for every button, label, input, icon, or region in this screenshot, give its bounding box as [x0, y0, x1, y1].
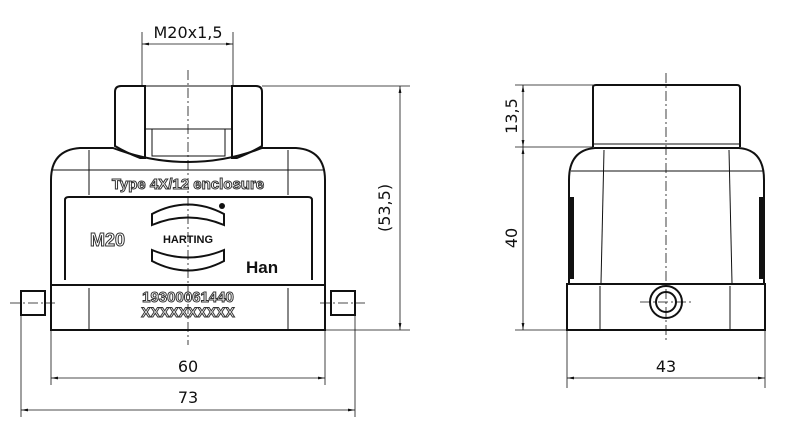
side-grip-left	[569, 197, 574, 279]
dimension-depth: 43	[566, 330, 766, 388]
side-grip-right	[759, 197, 764, 279]
logo-text: HARTING	[163, 234, 213, 246]
body-height-dim-label: 40	[502, 228, 521, 248]
depth-dim-label: 43	[656, 357, 676, 376]
label-panel	[64, 196, 313, 280]
dimension-top-height: 13,5	[502, 84, 593, 148]
embossed-brand-text: Han	[246, 258, 278, 277]
dimension-height: (53,5)	[262, 85, 410, 331]
locking-peg-right	[330, 290, 356, 316]
embossed-type-text: Type 4X/12 enclosure	[112, 176, 264, 193]
dimension-body-height: 40	[502, 147, 567, 331]
serial-placeholder-text: XXXXXXXXXX	[141, 304, 235, 320]
embossed-size-text: M20	[90, 230, 125, 250]
locking-peg-left	[20, 290, 46, 316]
side-view: 13,5 40 43	[502, 73, 766, 388]
top-height-dim-label: 13,5	[502, 98, 521, 134]
harting-logo: HARTING	[151, 203, 225, 272]
width-inner-dim-label: 60	[178, 357, 198, 376]
dimension-thread: M20x1,5	[141, 23, 234, 86]
thread-dim-label: M20x1,5	[153, 23, 222, 42]
front-view: Type 4X/12 enclosure M20 HARTING Han 193…	[10, 23, 410, 417]
dimension-width-60: 60	[50, 330, 326, 385]
part-number-text: 19300061440	[142, 289, 234, 306]
width-outer-dim-label: 73	[178, 388, 198, 407]
height-dim-label: (53,5)	[375, 184, 394, 232]
side-gland	[592, 84, 741, 147]
side-housing-body	[568, 147, 765, 283]
cable-gland-thread-section	[114, 85, 263, 159]
dimension-width-73: 73	[20, 315, 356, 417]
